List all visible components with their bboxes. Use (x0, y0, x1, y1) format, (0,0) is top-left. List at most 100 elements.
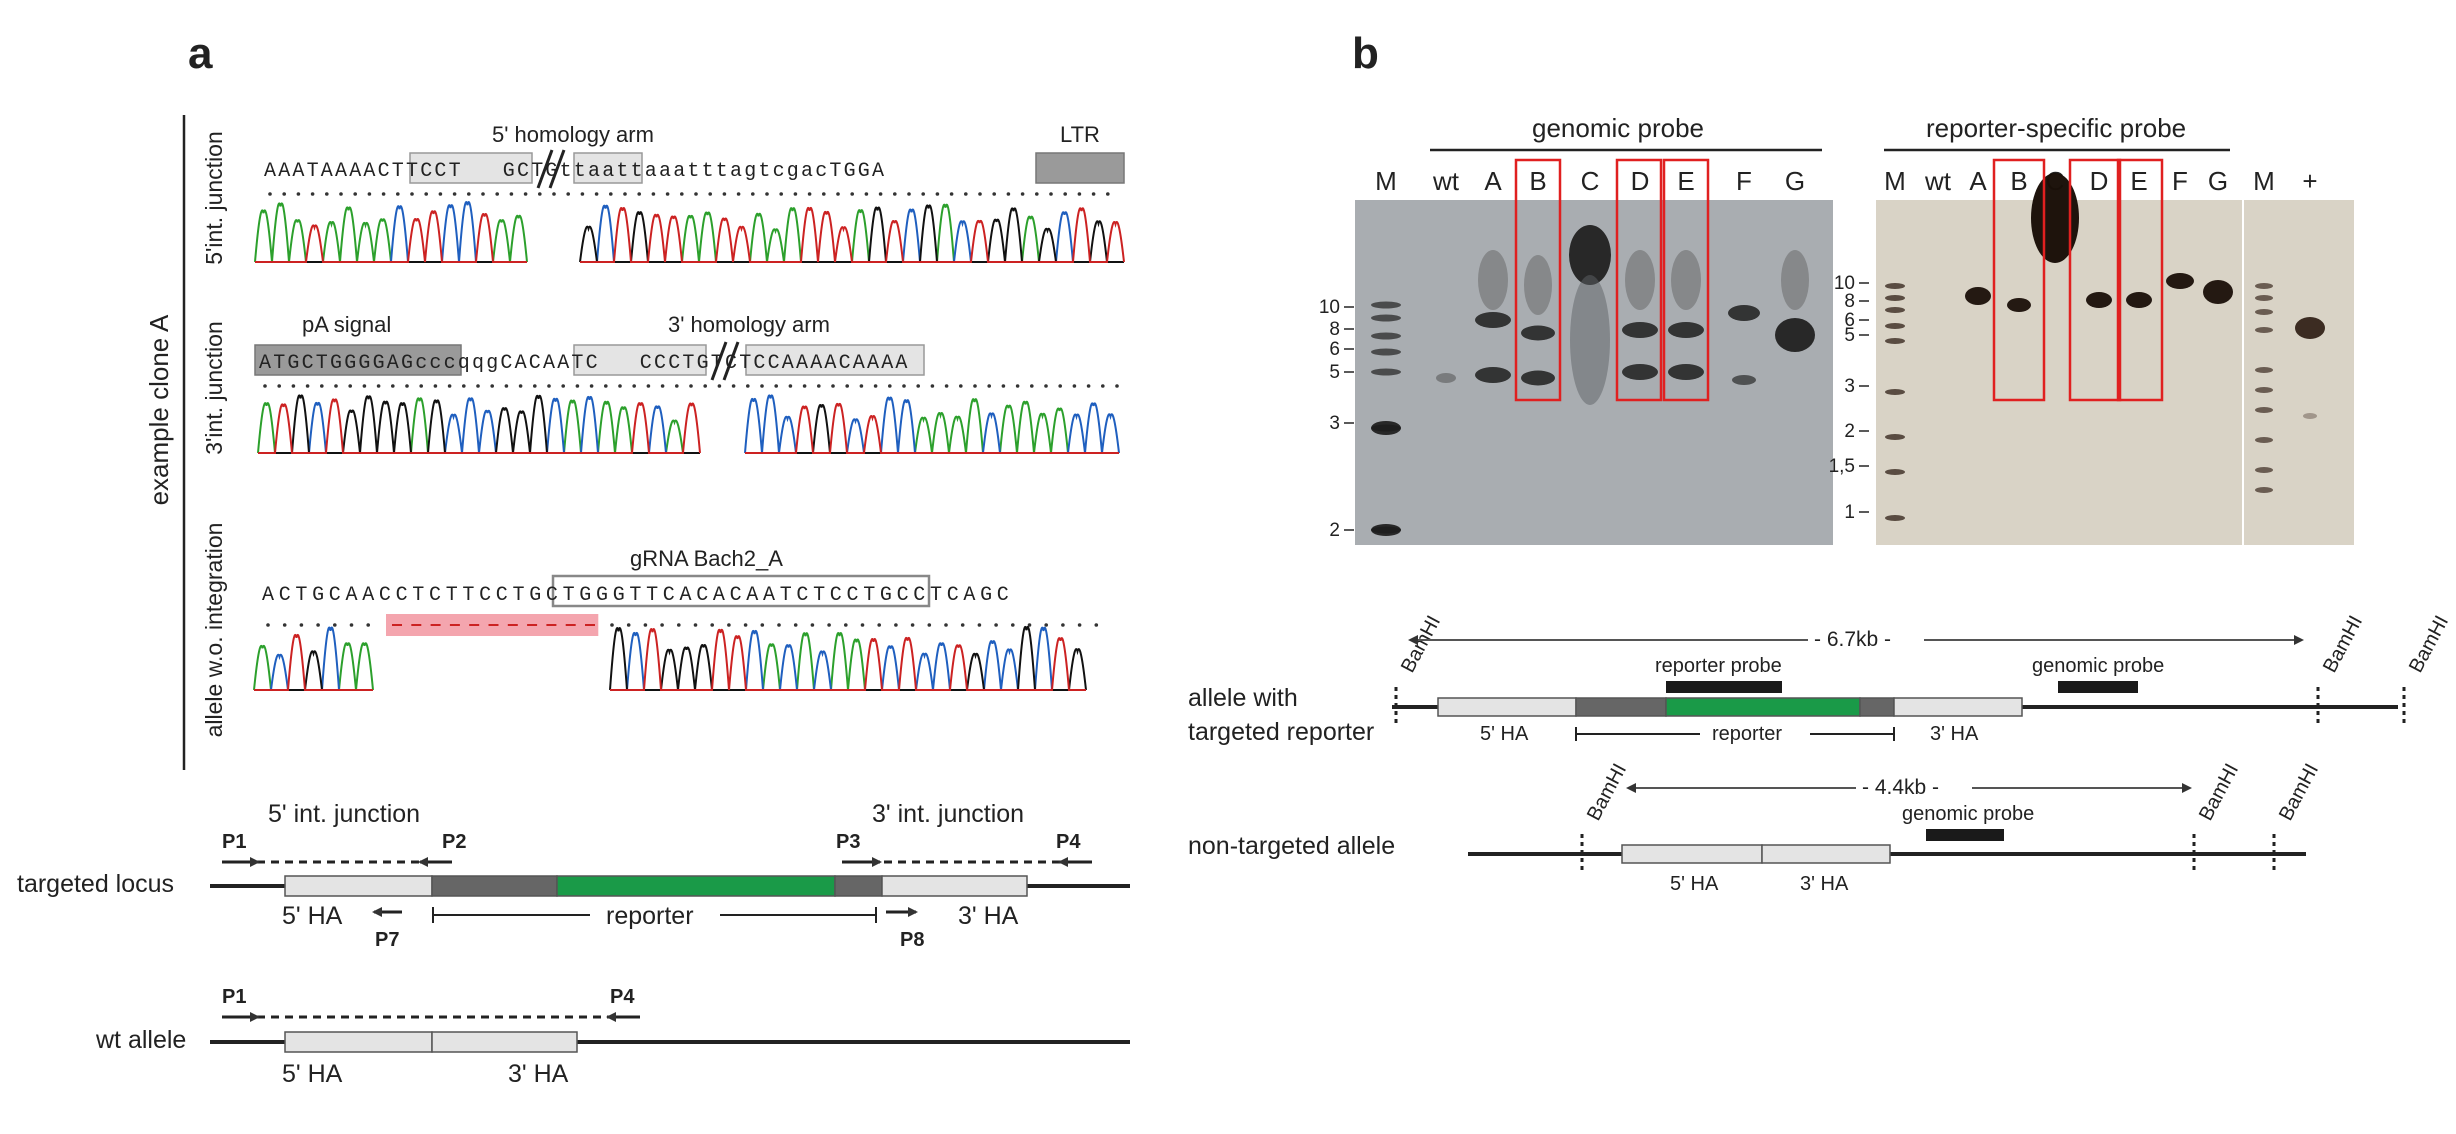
sequence-base: A (543, 352, 555, 375)
gel-band (1668, 364, 1704, 380)
targeted-grey-right (835, 876, 882, 896)
alignment-dot (316, 623, 320, 627)
wt-primer-p1: P1 (222, 986, 246, 1008)
alignment-dot (680, 192, 684, 196)
sequence-base: A (349, 160, 361, 183)
alignment-dot (874, 384, 878, 388)
map-reporter-probe (1666, 681, 1782, 693)
size-label: 1 (1844, 502, 1855, 523)
alignment-dot (1095, 623, 1099, 627)
sequence-base: a (801, 160, 813, 183)
map-ha3-label: 3' HA (1930, 723, 1979, 745)
gel-band (1371, 524, 1401, 536)
wt-allele-label: wt allele (95, 1026, 186, 1054)
sequence-base: T (307, 160, 319, 183)
targeted-ha3-label: 3' HA (958, 902, 1019, 930)
alignment-dot (789, 384, 793, 388)
alignment-dot (467, 192, 471, 196)
alignment-dot (794, 623, 798, 627)
sequence-base: g (486, 352, 498, 375)
alignment-dot (817, 384, 821, 388)
sequence-base: T (406, 160, 418, 183)
alignment-dot (1002, 384, 1006, 388)
gel-band (1885, 515, 1905, 521)
gel-band (2255, 309, 2273, 315)
alignment-dot (561, 384, 565, 388)
sequence-base: G (503, 160, 515, 183)
sequence-base: C (663, 584, 675, 607)
alignment-dot (552, 192, 556, 196)
alignment-dot (1078, 192, 1082, 196)
panel-a-label: a (188, 29, 213, 78)
alignment-dot (637, 192, 641, 196)
sequence-base: A (810, 352, 822, 375)
gel-band (2255, 295, 2273, 301)
sequence-base: c (773, 160, 785, 183)
alignment-dot (576, 384, 580, 388)
row3-trace-right (610, 627, 1086, 690)
alignment-dot (348, 384, 352, 388)
sequence-base: T (629, 584, 641, 607)
size-label: 3 (1844, 376, 1855, 397)
sequence-base: G (545, 160, 557, 183)
alignment-dot (524, 192, 528, 196)
alignment-dot (677, 623, 681, 627)
targeted-reporter-label: reporter (606, 902, 694, 930)
allele-nontargeted-label: non-targeted allele (1188, 832, 1395, 860)
sequence-base: a (602, 160, 614, 183)
alignment-dot (363, 384, 367, 388)
sequence-base: G (287, 352, 299, 375)
gel-band (1478, 250, 1508, 310)
sequence-base: C (434, 160, 446, 183)
alignment-dot (964, 192, 968, 196)
lane-label: E (1677, 166, 1694, 196)
alignment-dot (744, 623, 748, 627)
gel-band (1371, 315, 1401, 322)
alignment-dot (391, 384, 395, 388)
sequence-base: A (895, 352, 907, 375)
gel-band (2126, 292, 2152, 308)
row1-box-ltr (1036, 153, 1124, 183)
sequence-base: C (997, 584, 1009, 607)
lane-label: M (1375, 166, 1397, 196)
targeted-grey-left (432, 876, 557, 896)
trace-channel (255, 202, 527, 262)
alignment-dot (708, 192, 712, 196)
alignment-dot (911, 623, 915, 627)
gel2-lane-labels: MwtABCDEFGM+ (1884, 166, 2317, 196)
gel-band (1885, 434, 1905, 440)
alignment-dot (627, 623, 631, 627)
alignment-dot (860, 384, 864, 388)
sequence-base: A (557, 352, 569, 375)
row-label-5int: 5'int. junction (201, 131, 227, 265)
sequence-base: a (645, 160, 657, 183)
gel-band (1965, 287, 1991, 305)
alignment-dot (751, 192, 755, 196)
gel-band (1371, 369, 1401, 376)
row3-trace-left (254, 627, 373, 690)
sequence-base: t (716, 160, 728, 183)
alignment-dot (831, 384, 835, 388)
sequence-base: G (613, 584, 625, 607)
junction5-label: 5' int. junction (268, 800, 420, 828)
gel-band (2255, 327, 2273, 333)
alignment-dot (703, 384, 707, 388)
sequence-base: g (744, 160, 756, 183)
sequence-base: T (739, 352, 751, 375)
gel-band (2255, 487, 2273, 493)
gel-band (2203, 280, 2233, 304)
sequence-base: C (429, 584, 441, 607)
alignment-dot (1016, 384, 1020, 388)
alignment-dot (396, 192, 400, 196)
alignment-dot (893, 192, 897, 196)
nt-bamhi-label-2: BamHI (2195, 760, 2243, 824)
sequence-base: T (531, 160, 543, 183)
lane-label: F (1736, 166, 1752, 196)
alignment-dot (718, 384, 722, 388)
sequence-base: C (830, 584, 842, 607)
sequence-base: A (259, 352, 271, 375)
alignment-dot (268, 192, 272, 196)
sequence-base: A (867, 352, 879, 375)
alignment-dot (944, 623, 948, 627)
